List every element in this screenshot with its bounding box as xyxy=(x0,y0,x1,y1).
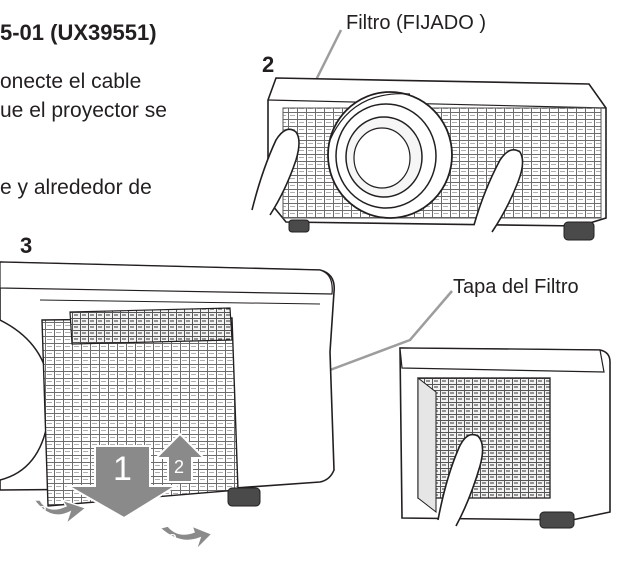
filter-fixed-label: Filtro (FIJADO ) xyxy=(346,12,486,34)
instruction-line-1: onecte el cable xyxy=(0,70,142,93)
section-heading: 5-01 (UX39551) xyxy=(0,20,157,45)
step-3-number: 3 xyxy=(20,233,33,258)
arrow-2-label: 2 xyxy=(174,457,185,477)
instruction-line-2: ue el proyector se xyxy=(0,99,167,122)
right-finger-illustration xyxy=(473,149,524,233)
finger-on-filter-illustration xyxy=(437,433,484,527)
filter-cover-leader xyxy=(329,290,453,372)
step-2-number: 2 xyxy=(262,52,275,77)
arrow-3-bottom-label: 3 xyxy=(168,532,177,549)
projector-front-illustration xyxy=(251,77,607,241)
arrow-3-left-label: 3 xyxy=(38,504,47,521)
left-finger-illustration xyxy=(251,128,300,216)
filter-detail-illustration xyxy=(399,347,611,529)
instruction-line-3: e y alrededor de xyxy=(0,176,152,199)
arrow-1-label: 1 xyxy=(113,450,132,488)
filter-cover-removal-illustration xyxy=(0,261,336,551)
filter-cover-label: Tapa del Filtro xyxy=(453,276,579,298)
projector-lens xyxy=(327,91,453,219)
